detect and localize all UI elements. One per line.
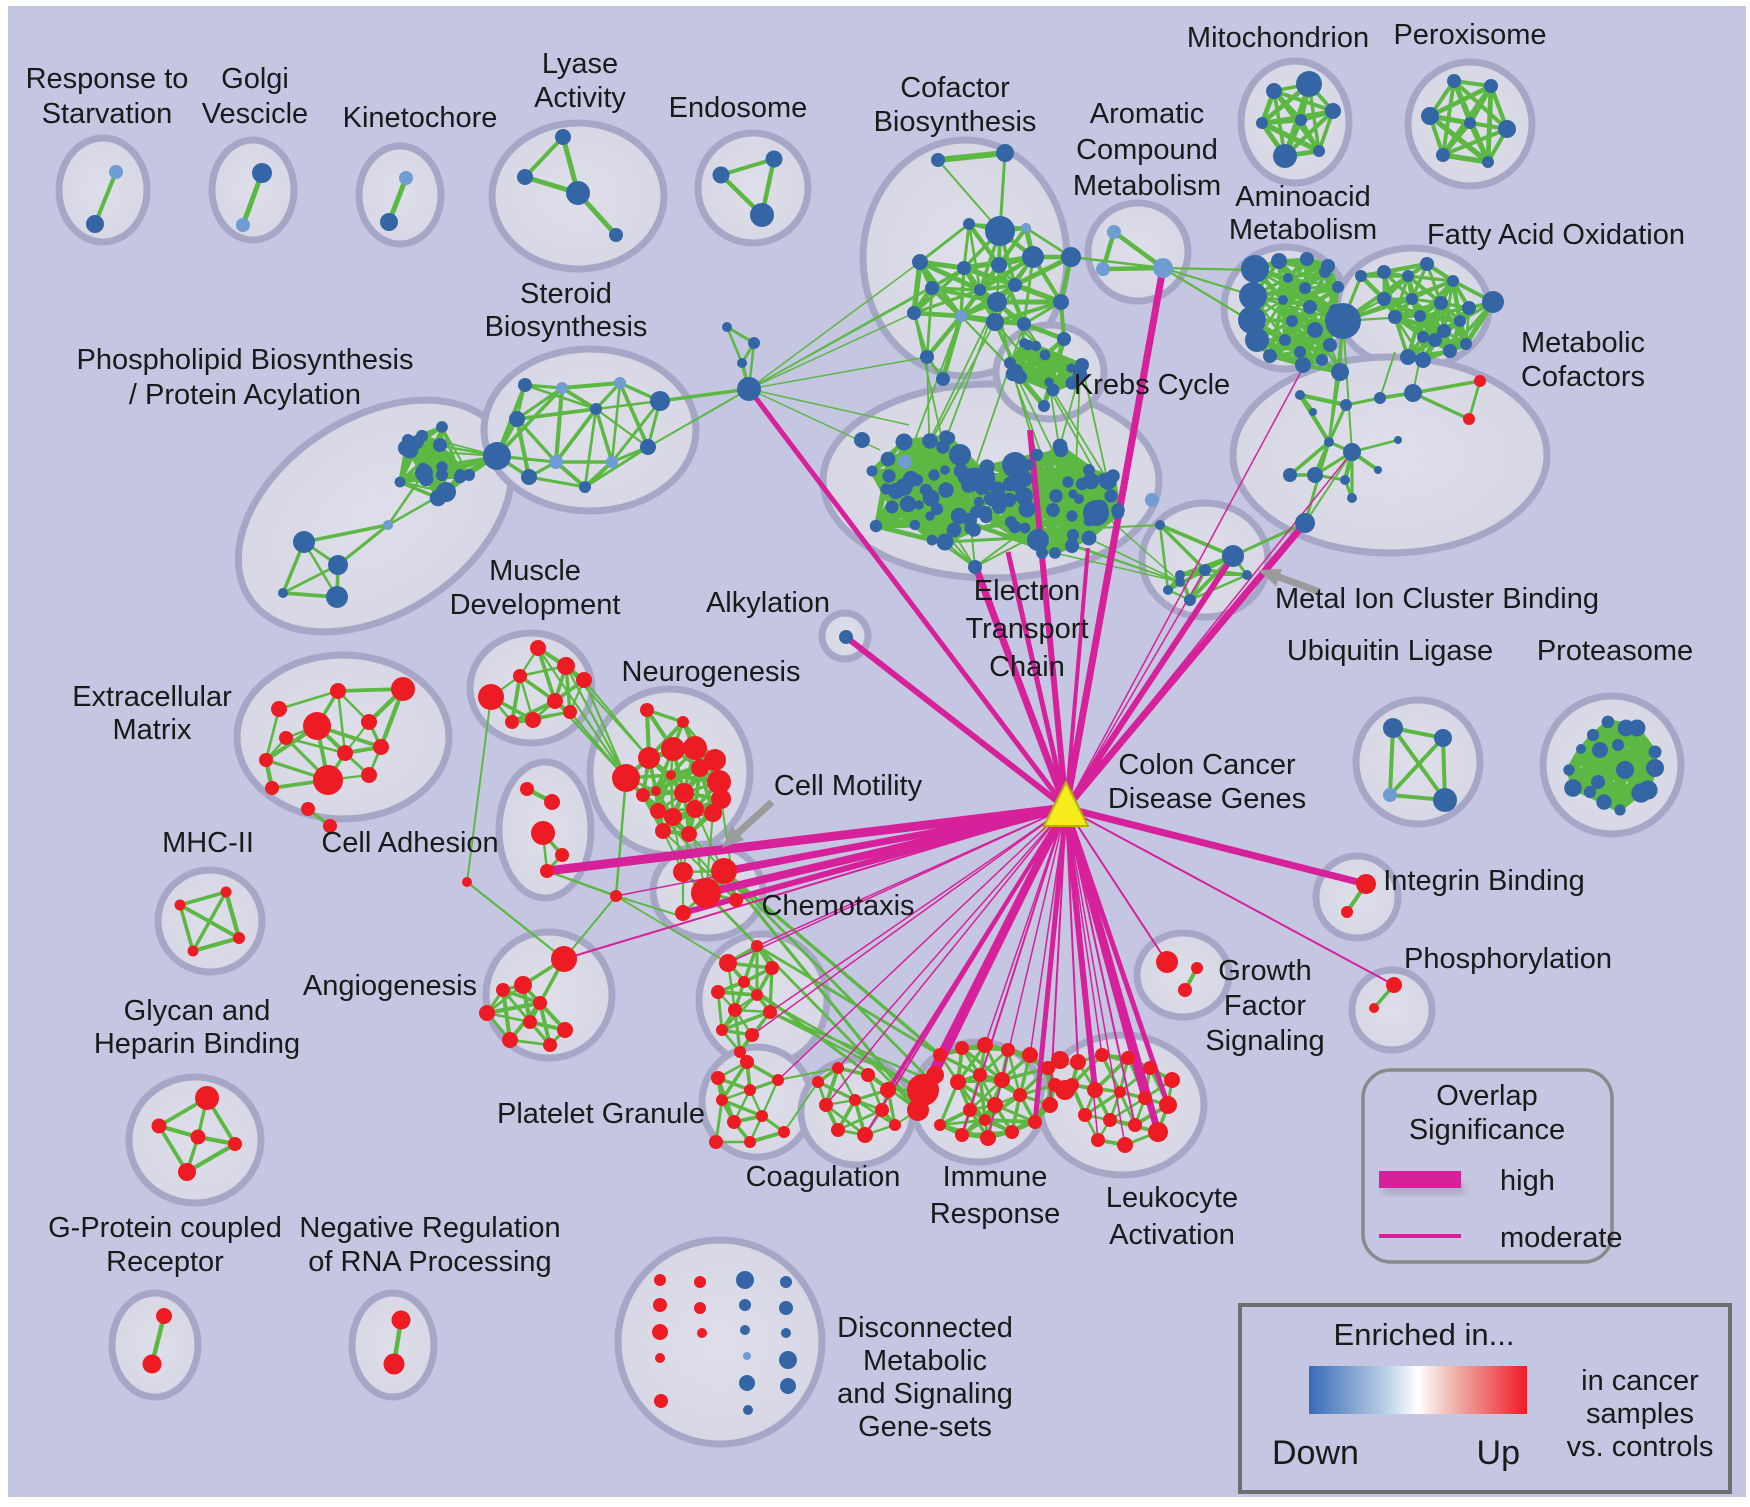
svg-text:moderate: moderate xyxy=(1500,1222,1623,1254)
svg-text:Fatty Acid Oxidation: Fatty Acid Oxidation xyxy=(1427,219,1685,251)
svg-text:Negative Regulation: Negative Regulation xyxy=(299,1212,560,1244)
svg-text:Metabolic: Metabolic xyxy=(1521,327,1645,359)
svg-text:Signaling: Signaling xyxy=(1205,1025,1324,1057)
svg-text:Extracellular: Extracellular xyxy=(72,681,232,713)
svg-text:Activity: Activity xyxy=(534,82,626,114)
svg-text:Coagulation: Coagulation xyxy=(746,1161,901,1193)
svg-text:Factor: Factor xyxy=(1224,990,1307,1022)
svg-text:Alkylation: Alkylation xyxy=(706,587,830,619)
svg-text:Activation: Activation xyxy=(1109,1219,1235,1251)
svg-text:Metal Ion Cluster Binding: Metal Ion Cluster Binding xyxy=(1275,583,1599,615)
svg-text:Muscle: Muscle xyxy=(489,555,581,587)
svg-text:Angiogenesis: Angiogenesis xyxy=(303,970,477,1002)
svg-text:Enriched in...: Enriched in... xyxy=(1334,1317,1515,1352)
svg-text:Aromatic: Aromatic xyxy=(1090,98,1204,130)
svg-text:Electron: Electron xyxy=(974,575,1080,607)
svg-text:Endosome: Endosome xyxy=(669,92,808,124)
svg-text:Response to: Response to xyxy=(26,63,189,95)
svg-text:Integrin Binding: Integrin Binding xyxy=(1383,865,1585,897)
svg-text:Metabolism: Metabolism xyxy=(1229,214,1377,246)
svg-text:Phosphorylation: Phosphorylation xyxy=(1404,943,1612,975)
svg-text:Chain: Chain xyxy=(989,651,1065,683)
svg-text:Immune: Immune xyxy=(943,1161,1048,1193)
svg-text:Mitochondrion: Mitochondrion xyxy=(1187,22,1369,54)
svg-text:Cell Adhesion: Cell Adhesion xyxy=(321,827,498,859)
svg-text:Transport: Transport xyxy=(965,613,1088,645)
svg-text:Cell Motility: Cell Motility xyxy=(774,770,923,802)
svg-text:Golgi: Golgi xyxy=(221,63,289,95)
svg-text:Metabolic: Metabolic xyxy=(863,1345,987,1377)
svg-text:Biosynthesis: Biosynthesis xyxy=(874,106,1037,138)
svg-text:and Signaling: and Signaling xyxy=(837,1378,1013,1410)
svg-text:Phospholipid Biosynthesis: Phospholipid Biosynthesis xyxy=(77,344,414,376)
svg-text:Response: Response xyxy=(930,1198,1061,1230)
svg-text:/ Protein Acylation: / Protein Acylation xyxy=(129,379,361,411)
svg-text:Significance: Significance xyxy=(1409,1114,1565,1146)
svg-text:Krebs Cycle: Krebs Cycle xyxy=(1074,369,1230,401)
svg-text:Compound: Compound xyxy=(1076,134,1218,166)
svg-text:Development: Development xyxy=(450,589,621,621)
svg-text:Lyase: Lyase xyxy=(542,48,618,80)
svg-text:Vescicle: Vescicle xyxy=(202,98,308,130)
svg-text:Biosynthesis: Biosynthesis xyxy=(485,311,648,343)
svg-text:Growth: Growth xyxy=(1218,955,1311,987)
svg-text:vs. controls: vs. controls xyxy=(1567,1431,1714,1463)
svg-text:Disconnected: Disconnected xyxy=(837,1312,1013,1344)
svg-text:Matrix: Matrix xyxy=(113,714,192,746)
svg-text:Gene-sets: Gene-sets xyxy=(858,1411,992,1443)
svg-text:Colon Cancer: Colon Cancer xyxy=(1118,749,1296,781)
svg-text:Cofactors: Cofactors xyxy=(1521,361,1645,393)
svg-text:Proteasome: Proteasome xyxy=(1537,635,1693,667)
svg-text:Heparin Binding: Heparin Binding xyxy=(94,1028,300,1060)
svg-text:Receptor: Receptor xyxy=(106,1246,224,1278)
svg-text:high: high xyxy=(1500,1165,1555,1197)
svg-text:samples: samples xyxy=(1586,1398,1694,1430)
svg-text:Glycan and: Glycan and xyxy=(124,995,271,1027)
svg-text:Ubiquitin Ligase: Ubiquitin Ligase xyxy=(1287,635,1493,667)
svg-text:Platelet Granule: Platelet Granule xyxy=(497,1098,705,1130)
svg-text:Cofactor: Cofactor xyxy=(900,72,1010,104)
svg-text:Starvation: Starvation xyxy=(42,98,173,130)
svg-text:Leukocyte: Leukocyte xyxy=(1106,1182,1238,1214)
svg-text:Down: Down xyxy=(1272,1434,1359,1472)
svg-text:MHC-II: MHC-II xyxy=(162,827,254,859)
svg-text:of RNA Processing: of RNA Processing xyxy=(308,1246,551,1278)
svg-text:Chemotaxis: Chemotaxis xyxy=(761,890,914,922)
svg-text:Steroid: Steroid xyxy=(520,278,612,310)
svg-text:Neurogenesis: Neurogenesis xyxy=(622,656,801,688)
svg-text:Overlap: Overlap xyxy=(1436,1080,1538,1112)
svg-text:Kinetochore: Kinetochore xyxy=(343,102,498,134)
svg-text:G-Protein coupled: G-Protein coupled xyxy=(48,1212,282,1244)
svg-text:Metabolism: Metabolism xyxy=(1073,170,1221,202)
svg-text:Disease Genes: Disease Genes xyxy=(1108,783,1306,815)
svg-text:in cancer: in cancer xyxy=(1581,1365,1699,1397)
svg-text:Aminoacid: Aminoacid xyxy=(1235,181,1370,213)
svg-text:Peroxisome: Peroxisome xyxy=(1393,19,1546,51)
svg-text:Up: Up xyxy=(1477,1434,1520,1472)
